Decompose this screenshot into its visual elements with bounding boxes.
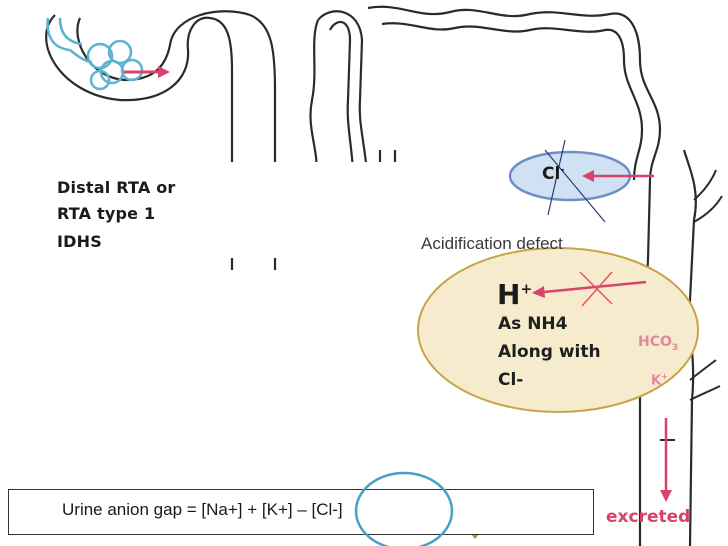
chloride-cross-line-1	[547, 139, 566, 216]
excretion-arrowhead	[660, 490, 672, 502]
excreted-label: excreted	[606, 507, 691, 527]
chloride-symbol: Cl	[542, 164, 561, 184]
ammonium-line-1: As NH4	[498, 314, 568, 334]
collecting-duct-right	[682, 149, 697, 546]
proton-block-cross-2	[581, 271, 613, 307]
bicarbonate-subscript: 3	[671, 342, 679, 353]
ammonium-line-2: Along with	[498, 342, 601, 362]
chloride-cross-line-2	[544, 149, 606, 223]
acidification-defect-label: Acidification defect	[421, 234, 563, 253]
collecting-duct-branch-lower	[660, 359, 721, 441]
potassium-charge: +	[661, 372, 668, 381]
glomerulus	[46, 17, 144, 91]
urine-anion-gap-formula-box: Urine anion gap = [Na+] + [K+] – [Cl-]	[8, 489, 594, 535]
proton-arrowhead	[532, 286, 545, 298]
chloride-label: Cl-	[542, 164, 564, 184]
bicarbonate-symbol: HCO	[638, 334, 672, 350]
rta-label-line-3: IDHS	[57, 232, 102, 251]
urine-anion-gap-formula: Urine anion gap = [Na+] + [K+] – [Cl-]	[62, 500, 343, 519]
proton-charge: +	[520, 281, 533, 298]
potassium-label: K+	[651, 372, 668, 388]
proton-block-cross-1	[579, 271, 613, 305]
chloride-charge: -	[560, 164, 565, 176]
proton-label: H+	[497, 278, 532, 311]
rta-label-line-2: RTA type 1	[57, 204, 156, 223]
rta-label-line-1: Distal RTA or	[57, 178, 176, 197]
bicarbonate-label: HCO3	[638, 334, 678, 353]
filtration-arrowhead	[158, 66, 170, 78]
acidification-cell	[417, 247, 699, 413]
rta-label-panel	[40, 162, 470, 258]
chloride-arrowhead	[582, 170, 594, 182]
collecting-duct-branch	[693, 169, 723, 223]
potassium-symbol: K	[651, 373, 662, 389]
proton-symbol: H	[497, 278, 521, 311]
distal-tubule-outer	[367, 5, 662, 181]
ammonium-line-3: Cl-	[498, 370, 524, 390]
descending-limb-outer	[309, 19, 320, 181]
distal-tubule-inner	[381, 22, 644, 181]
bowman-capsule-outline	[45, 14, 234, 270]
